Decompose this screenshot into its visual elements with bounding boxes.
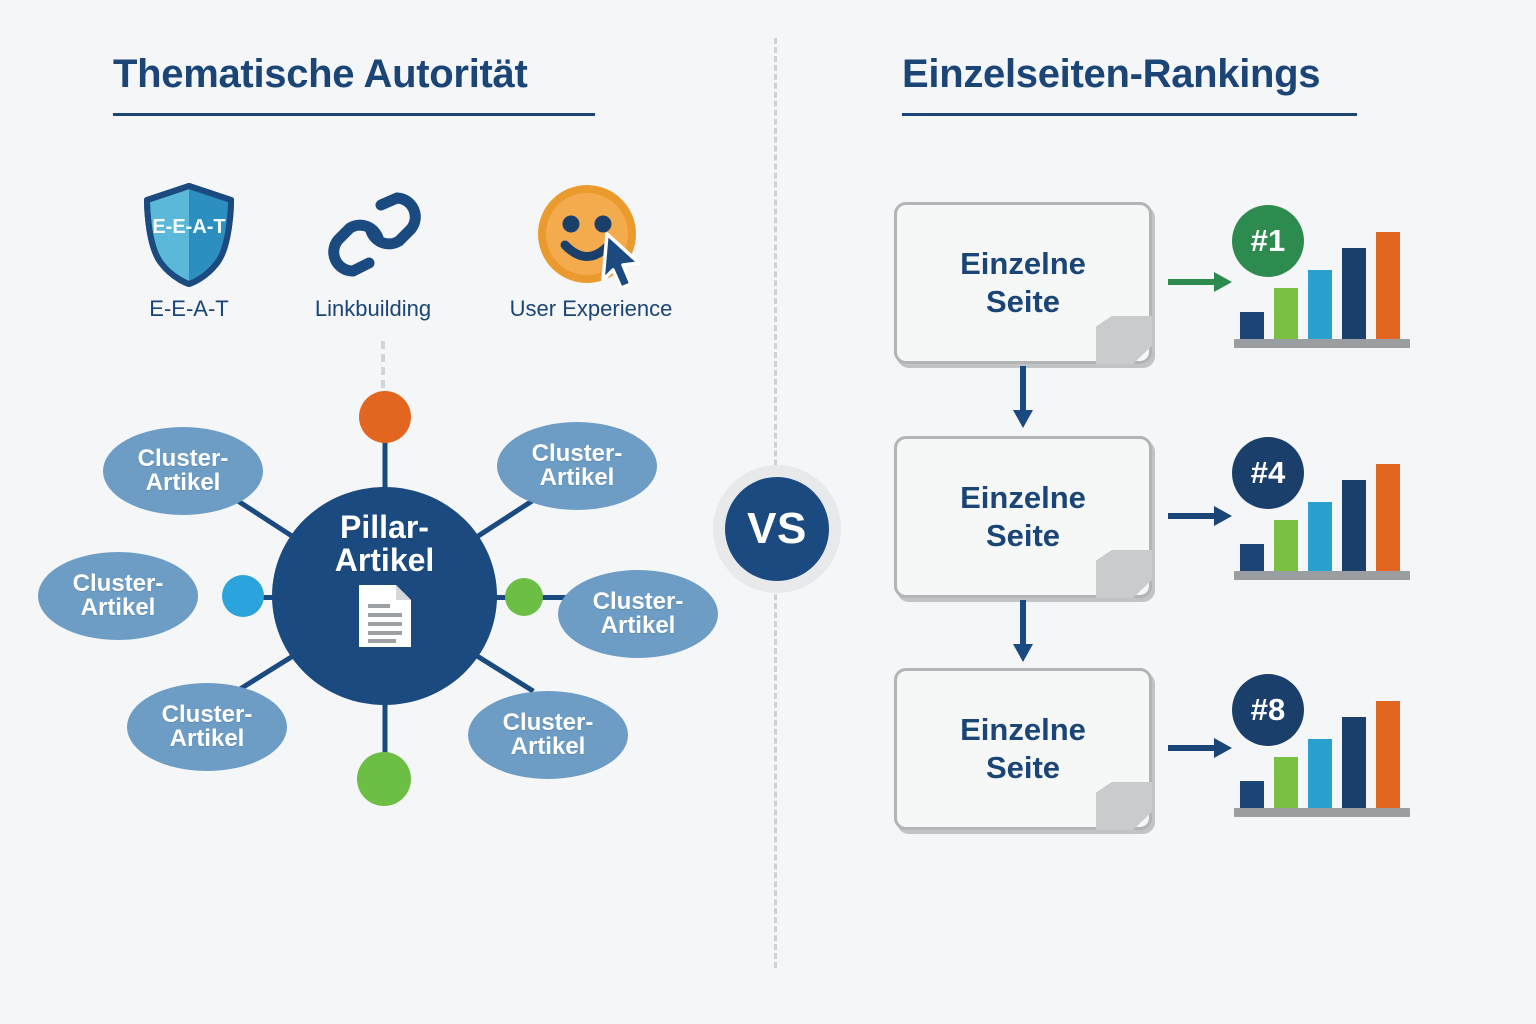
feature-eeat-label: E-E-A-T [149, 296, 229, 321]
right-title-rule [902, 113, 1357, 116]
dashed-connector [381, 341, 385, 401]
right-panel-title: Einzelseiten-Rankings [902, 52, 1321, 96]
bar-2 [1274, 288, 1298, 340]
cluster-article-right[interactable]: Cluster- Artikel [558, 570, 718, 658]
card2-line2: Seite [985, 518, 1061, 553]
bar-4 [1342, 248, 1366, 340]
rank-badge-1: #1 [1232, 205, 1304, 277]
bar-3 [1308, 502, 1332, 572]
node-dot-green-right [505, 578, 543, 616]
result-arrow-1 [1168, 272, 1232, 292]
bar-4 [1342, 480, 1366, 572]
bar-1 [1240, 312, 1264, 340]
bar-baseline [1234, 808, 1410, 817]
cluster-article-bottom-right[interactable]: Cluster- Artikel [468, 691, 628, 779]
node-dot-green-bottom [357, 752, 411, 806]
cluster-tr-l2: Artikel [539, 464, 615, 491]
cluster-bl-l2: Artikel [169, 725, 245, 752]
left-title-rule [113, 113, 595, 116]
cluster-l-l2: Artikel [80, 594, 156, 621]
bar-baseline [1234, 339, 1410, 348]
card3-line2: Seite [985, 750, 1061, 785]
card-fold-corner [1096, 550, 1152, 598]
bar-1 [1240, 544, 1264, 572]
card2-line1: Einzelne [960, 480, 1086, 516]
bar-1 [1240, 781, 1264, 809]
flow-arrow-1-2 [1013, 366, 1033, 428]
cluster-tl-l2: Artikel [145, 469, 221, 496]
card-fold-corner [1096, 316, 1152, 364]
cluster-br-l2: Artikel [510, 733, 586, 760]
bar-chart-3 [1234, 693, 1410, 817]
cluster-tl-l1: Cluster- [137, 444, 229, 472]
cluster-r-l1: Cluster- [592, 587, 684, 615]
bar-2 [1274, 757, 1298, 809]
card1-line2: Seite [985, 284, 1061, 319]
feature-eeat: E-E-A-T E-E-A-T [113, 180, 265, 322]
single-page-card-1[interactable]: Einzelne Seite [894, 202, 1152, 364]
card1-line1: Einzelne [960, 246, 1086, 282]
cluster-article-top-right[interactable]: Cluster- Artikel [497, 422, 657, 510]
cluster-article-bottom-left[interactable]: Cluster- Artikel [127, 683, 287, 771]
hub-label-line1: Pillar- [340, 509, 429, 545]
result-arrow-3 [1168, 738, 1232, 758]
feature-linkbuilding: Linkbuilding [292, 180, 454, 322]
feature-linkbuilding-label: Linkbuilding [314, 296, 432, 321]
feature-ux-label: User Experience [509, 296, 673, 321]
bar-2 [1274, 520, 1298, 572]
rank-badge-3: #8 [1232, 674, 1304, 746]
rank-badge-2: #4 [1232, 437, 1304, 509]
bar-3 [1308, 270, 1332, 340]
cluster-l-l1: Cluster- [72, 569, 164, 597]
card-fold-corner [1096, 782, 1152, 830]
card3-line1: Einzelne [960, 712, 1086, 748]
document-icon [358, 585, 411, 648]
cluster-bl-l1: Cluster- [161, 700, 253, 728]
cluster-article-left[interactable]: Cluster- Artikel [38, 552, 198, 640]
bar-chart-2 [1234, 456, 1410, 580]
bar-chart-1 [1234, 224, 1410, 348]
single-page-card-2[interactable]: Einzelne Seite [894, 436, 1152, 598]
feature-ux: User Experience [487, 180, 695, 322]
shield-badge-text: E-E-A-T [152, 216, 225, 238]
vs-badge: VS [725, 477, 829, 581]
cluster-r-l2: Artikel [600, 612, 676, 639]
bar-5 [1376, 464, 1400, 572]
shield-icon: E-E-A-T [113, 180, 265, 290]
hub-label-line2: Artikel [334, 541, 435, 578]
node-dot-orange [359, 391, 411, 443]
bar-3 [1308, 739, 1332, 809]
cluster-br-l1: Cluster- [502, 708, 594, 736]
bar-4 [1342, 717, 1366, 809]
bar-5 [1376, 701, 1400, 809]
link-icon [292, 180, 454, 290]
flow-arrow-2-3 [1013, 600, 1033, 662]
cluster-tr-l1: Cluster- [531, 439, 623, 467]
single-page-card-3[interactable]: Einzelne Seite [894, 668, 1152, 830]
bar-5 [1376, 232, 1400, 340]
bar-baseline [1234, 571, 1410, 580]
node-dot-blue [222, 575, 264, 617]
smiley-cursor-icon [487, 180, 695, 290]
left-panel-title: Thematische Autorität [113, 52, 528, 96]
result-arrow-2 [1168, 506, 1232, 526]
cursor-icon [601, 232, 641, 288]
pillar-article-hub[interactable]: Pillar- Artikel [272, 487, 497, 705]
cluster-article-top-left[interactable]: Cluster- Artikel [103, 427, 263, 515]
